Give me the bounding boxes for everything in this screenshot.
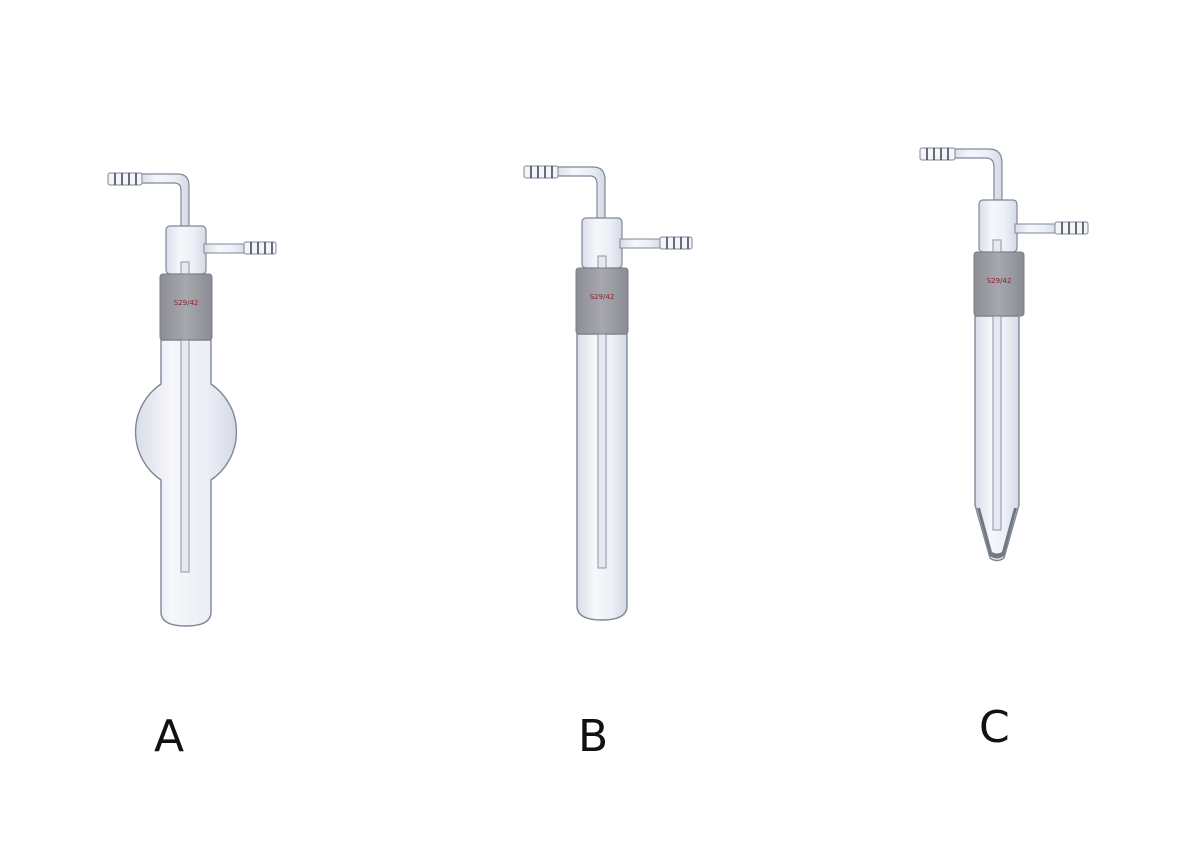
joint-text-b: S29/42 <box>590 293 615 301</box>
ground-joint-b <box>575 267 629 335</box>
dip-tube-a <box>180 261 190 573</box>
conical-tip-c <box>977 508 1017 559</box>
joint-text-c: S29/42 <box>987 277 1012 285</box>
ground-joint-c <box>973 251 1025 317</box>
dip-tube-b <box>597 255 607 569</box>
hose-barb-b-side <box>659 236 693 250</box>
inlet-tube-c <box>952 148 1003 201</box>
apparatus-b: S29/42 <box>523 165 693 621</box>
label-a: A <box>154 711 185 762</box>
ground-joint-a <box>159 273 213 341</box>
hose-barb-c-top <box>919 147 956 161</box>
label-b: B <box>578 711 609 762</box>
hose-barb-a-top <box>107 172 143 186</box>
inlet-tube-b <box>555 166 606 219</box>
apparatus-c: S29/42 <box>919 147 1089 562</box>
dip-tube-c <box>992 239 1002 531</box>
hose-barb-a-side <box>243 241 277 255</box>
apparatus-a: S29/42 <box>107 172 277 627</box>
joint-text-a: S29/42 <box>174 299 199 307</box>
label-c: C <box>979 702 1010 753</box>
inlet-tube-a <box>139 173 190 227</box>
hose-barb-b-top <box>523 165 559 179</box>
hose-barb-c-side <box>1054 221 1089 235</box>
